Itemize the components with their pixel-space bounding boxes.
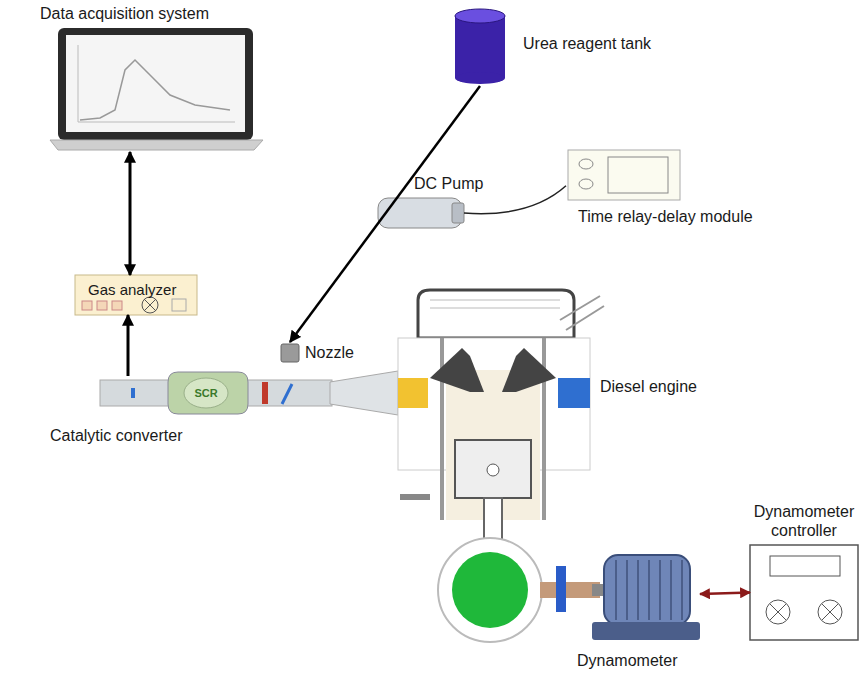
controller-node: Dynamometer controller [750, 545, 858, 640]
laptop-base [50, 140, 263, 150]
analyzer-gauge [144, 299, 156, 311]
pump-end [452, 203, 464, 223]
component-label: Gas analyzer [88, 280, 176, 299]
tank-bottom [455, 72, 505, 84]
relay-knob [579, 179, 593, 189]
analyzer-port [172, 299, 186, 311]
component-label: Urea reagent tank [523, 34, 651, 53]
component-label: DC Pump [414, 174, 483, 193]
component-label: Catalytic converter [50, 426, 183, 445]
connector [127, 315, 130, 376]
controller-dial [822, 604, 838, 620]
cylinder-head [418, 290, 574, 338]
laptop-node: Data acquisition system [50, 28, 265, 152]
mixer-ring [262, 382, 268, 404]
controller-dial [770, 604, 786, 620]
component-label: Time relay-delay module [578, 207, 753, 226]
analyzer-node: Gas analyzer [75, 275, 197, 315]
engine-node: Diesel engine [396, 288, 592, 640]
intake-port [558, 378, 590, 408]
piston-pin [487, 464, 499, 476]
part-label: SCR [194, 384, 217, 403]
injector [560, 296, 604, 330]
scr-core [184, 378, 228, 408]
pump-body [378, 198, 462, 228]
shaft [540, 582, 600, 598]
component-label: Dynamometer controller [745, 502, 861, 540]
controller-box [750, 545, 858, 640]
pump-node: DC Pump [378, 196, 464, 230]
tank-body [455, 16, 505, 78]
spray-mark [282, 384, 292, 404]
nozzle-node: Nozzle [279, 342, 301, 364]
screen-chart [80, 60, 230, 120]
analyzer-gauge [142, 297, 158, 313]
coupling [556, 566, 566, 612]
controller-dial [818, 600, 842, 624]
analyzer-box [75, 275, 197, 315]
tank-top [455, 9, 505, 23]
connector [290, 86, 480, 342]
dyno-base [592, 622, 700, 640]
controller-display [770, 556, 840, 576]
relay-box [568, 150, 680, 200]
scr-body [168, 372, 248, 414]
relay-display [608, 157, 668, 193]
analyzer-button [82, 301, 92, 310]
tank-node: Urea reagent tank [453, 8, 507, 86]
component-label: Dynamometer [577, 651, 677, 670]
component-label: Nozzle [305, 343, 354, 362]
component-label: Diesel engine [600, 377, 697, 396]
exhaust-cone [330, 371, 398, 415]
dyno-node: Dynamometer [588, 548, 700, 640]
sensor-mark [131, 388, 135, 398]
exhaust-port [398, 378, 428, 408]
screen-axis [78, 45, 79, 122]
converter-node: Catalytic converter [100, 376, 398, 410]
valve [502, 348, 556, 392]
valve [430, 348, 484, 392]
analyzer-button [97, 301, 107, 310]
analyzer-button [112, 301, 122, 310]
laptop-screen [66, 35, 245, 132]
connector [129, 152, 132, 275]
bracket [400, 494, 430, 500]
nozzle-body [281, 344, 299, 362]
screen-axis [78, 122, 235, 123]
connector [700, 593, 750, 595]
component-label: Data acquisition system [40, 4, 209, 23]
laptop-frame [58, 28, 253, 140]
dyno-ribs [616, 560, 682, 620]
crank-wheel [452, 552, 528, 628]
crank-disc [438, 538, 542, 642]
dyno-body [604, 555, 690, 625]
controller-dial [766, 600, 790, 624]
piston [455, 440, 531, 498]
relay-node: Time relay-delay module [566, 148, 682, 202]
head-fins [430, 300, 560, 308]
relay-knob [579, 159, 593, 169]
